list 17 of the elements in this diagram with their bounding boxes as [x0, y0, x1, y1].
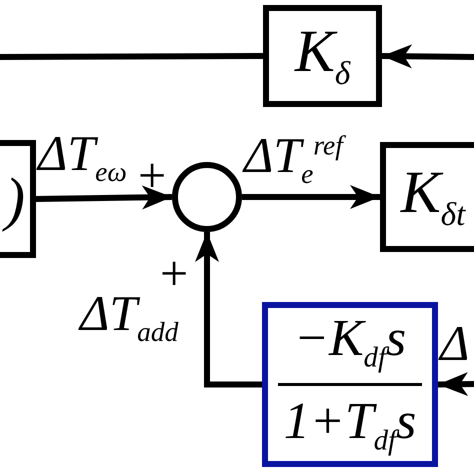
signal-label: Δ	[440, 318, 470, 368]
signal-line	[0, 53, 264, 60]
gain-block	[263, 5, 382, 107]
gain-block	[380, 142, 474, 252]
arrow	[438, 372, 474, 396]
arrow	[382, 44, 474, 68]
signal-label: ΔT$_{eω}$	[38, 128, 127, 186]
block-label: K$_{δt}$	[400, 162, 466, 232]
transfer-function-block	[262, 302, 438, 467]
block-label: K$_{δ}$	[294, 21, 350, 91]
arrow	[242, 185, 380, 209]
numerator: −K$_{df}$s	[294, 313, 406, 373]
transfer-block	[0, 140, 36, 258]
sign-label: +	[138, 150, 166, 200]
denominator: 1+T$_{df}$s	[284, 396, 416, 456]
arrow	[36, 185, 172, 210]
arrow	[195, 232, 262, 388]
